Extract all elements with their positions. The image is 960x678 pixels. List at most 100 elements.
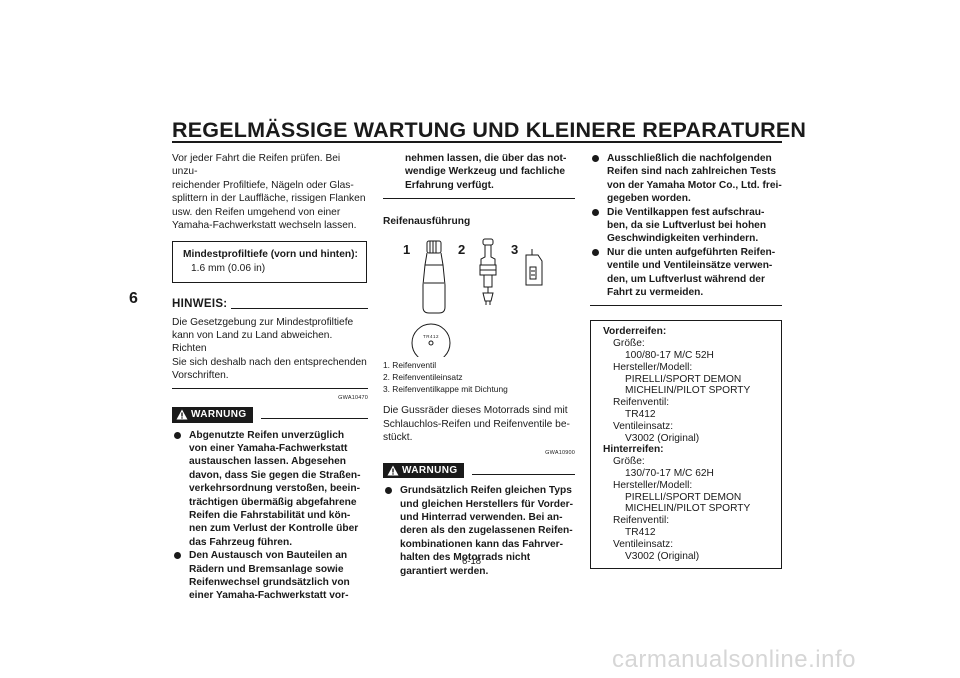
title-rule <box>172 141 782 144</box>
spec-label: Reifenventil: <box>613 515 670 527</box>
bullet-line: das Fahrzeug führen. <box>189 536 293 548</box>
tire-type-heading: Reifenausführung <box>383 216 471 228</box>
bullet-line: ben, da sie Luftverlust bei hohen <box>607 220 767 232</box>
bullet-line: Erfahrung verfügt. <box>405 179 494 191</box>
spec-value: TR412 <box>625 409 656 421</box>
legend-item: 3. Reifenventilkappe mit Dichtung <box>383 384 508 395</box>
bullet-line: nen zum Verlust der Kontrolle über <box>189 523 359 535</box>
bullet-line: ventile und Ventileinsätze verwen- <box>607 260 773 272</box>
bullet-line: Fahrt zu vermeiden. <box>607 287 704 299</box>
bullet-line: nehmen lassen, die über das not- <box>405 153 567 164</box>
para-line: stückt. <box>383 432 413 444</box>
min-tread-label: Mindestprofiltiefe (vorn und hinten): <box>183 249 358 261</box>
spec-value: 100/80-17 M/C 52H <box>625 350 714 362</box>
bullet-line: Rädern und Bremsanlage sowie <box>189 563 344 575</box>
bullet-line: Reifen die Fahrstabilität und kön- <box>189 509 351 521</box>
legend-item: 2. Reifenventileinsatz <box>383 371 463 382</box>
list-item: Abgenutzte Reifen unverzüglich von einer… <box>172 429 368 550</box>
bullet-line: trächtigen übermäßig abgefahrene <box>189 496 357 508</box>
page-title: REGELMÄSSIGE WARTUNG UND KLEINERE REPARA… <box>172 118 807 142</box>
spec-value: TR412 <box>625 527 656 539</box>
spec-label: Ventileinsatz: <box>613 538 674 550</box>
bullet-line: kombinationen kann das Fahrver- <box>400 538 564 550</box>
spec-label: Größe: <box>613 456 645 468</box>
warning-badge: WARNUNG <box>172 407 253 423</box>
spec-label: Ventileinsatz: <box>613 420 674 432</box>
column-3: Ausschließlich die nachfolgenden Reifen … <box>590 152 782 570</box>
list-item: Den Austausch von Bauteilen an Rädern un… <box>172 549 368 603</box>
min-tread-box: Mindestprofiltiefe (vorn und hinten): 1.… <box>172 241 367 284</box>
list-item: Ausschließlich die nachfolgenden Reifen … <box>590 152 782 206</box>
para-line: Schlauchlos-Reifen und Reifenventile be- <box>383 418 570 430</box>
section-number: 6 <box>129 290 138 307</box>
intro-line: Vor jeder Fahrt die Reifen prüfen. Bei u… <box>172 153 341 178</box>
bullet-line: von der Yamaha Motor Co., Ltd. frei- <box>607 179 782 191</box>
warning-triangle-icon <box>387 465 399 476</box>
bullet-line: Reifen sind nach zahlreichen Tests <box>607 166 777 178</box>
bullet-line: von einer Yamaha-Fachwerkstatt <box>189 442 348 454</box>
bullet-line: gegeben worden. <box>607 193 691 205</box>
spec-label: Größe: <box>613 338 645 350</box>
spec-label: Reifenventil: <box>613 397 670 409</box>
bullet-icon <box>385 487 392 495</box>
bullet-line: Die Ventilkappen fest aufschrau- <box>607 206 765 218</box>
bullet-line: verkehrsordnung verstoßen, beein- <box>189 483 360 495</box>
bullet-line: einer Yamaha-Fachwerkstatt vor- <box>189 590 349 602</box>
warning-label: WARNUNG <box>402 464 458 476</box>
figure-label: 2 <box>458 241 466 257</box>
tire-spec-box: Vorderreifen: Größe: 100/80-17 M/C 52H H… <box>590 320 782 570</box>
hinweis-text: Die Gesetzgebung zur Mindestprofiltiefe … <box>172 316 368 383</box>
column-1: Vor jeder Fahrt die Reifen prüfen. Bei u… <box>172 152 368 603</box>
bullet-line: austauschen lassen. Abgesehen <box>189 456 347 468</box>
bullet-icon <box>592 248 599 256</box>
list-item: Nur die unten aufgeführten Reifen- venti… <box>590 246 782 300</box>
valve-drawing: TR412 <box>411 238 543 357</box>
bullet-line: Geschwindigkeiten verhindern. <box>607 233 759 245</box>
bullet-line: und Hinterrad verwenden. Bei an- <box>400 512 563 524</box>
legend-item: 1. Reifenventil <box>383 359 437 370</box>
bullet-icon <box>592 155 599 162</box>
hinweis-rule <box>231 300 368 310</box>
rear-tire-label: Hinterreifen: <box>603 444 664 456</box>
warning-list: Grundsätzlich Reifen gleichen Typs und g… <box>383 484 575 578</box>
bullet-line: Den Austausch von Bauteilen an <box>189 550 348 562</box>
spec-label: Hersteller/Modell: <box>613 361 693 373</box>
hinweis-label: HINWEIS: <box>172 298 228 311</box>
hinweis-line: Vorschriften. <box>172 370 229 382</box>
bullet-line: halten des Motorrads nicht <box>400 552 531 564</box>
list-item: Die Ventilkappen fest aufschrau- ben, da… <box>590 206 782 246</box>
bullet-line: Reifenwechsel grundsätzlich von <box>189 576 350 588</box>
hinweis-end-rule <box>172 387 368 389</box>
warning-badge: WARNUNG <box>383 462 464 479</box>
bullet-line: garantiert werden. <box>400 565 489 577</box>
spec-value: V3002 (Original) <box>625 550 700 562</box>
warning-rule <box>260 411 368 419</box>
svg-text:TR412: TR412 <box>423 334 439 339</box>
spec-value: PIRELLI/SPORT DEMON <box>625 373 742 385</box>
intro-line: splittern in der Lauffläche, rissigen Fl… <box>172 193 366 205</box>
bullet-line: davon, dass Sie gegen die Straßen- <box>189 469 361 481</box>
figure-label: 1 <box>403 241 411 257</box>
bullet-line: und gleichen Herstellers für Vorder- <box>400 498 574 510</box>
bullet-icon <box>174 431 181 439</box>
warning-end-rule <box>590 305 782 307</box>
warning-end-rule <box>383 198 575 200</box>
intro-paragraph: Vor jeder Fahrt die Reifen prüfen. Bei u… <box>172 152 368 232</box>
hinweis-line: Sie sich deshalb nach den entsprechenden <box>172 356 367 368</box>
watermark: carmanualsonline.info <box>612 646 856 673</box>
warning-rule <box>471 467 575 475</box>
figure-legend: 1. Reifenventil 2. Reifenventileinsatz 3… <box>383 359 575 396</box>
spec-value: MICHELIN/PILOT SPORTY <box>625 385 751 397</box>
spec-value: V3002 (Original) <box>625 432 700 444</box>
warning-heading: WARNUNG <box>383 462 575 479</box>
warning-triangle-icon <box>176 409 188 420</box>
bullet-line: Abgenutzte Reifen unverzüglich <box>189 429 345 441</box>
intro-line: Yamaha-Fachwerkstatt wechseln lassen. <box>172 220 357 232</box>
intro-line: usw. den Reifen umgehend von einer <box>172 206 341 218</box>
warning-code: GWA10470 <box>338 394 368 401</box>
intro-line: reichender Profiltiefe, Nägeln oder Glas… <box>172 179 354 191</box>
bullet-icon <box>174 552 181 560</box>
min-tread-value: 1.6 mm (0.06 in) <box>191 262 266 274</box>
warning-code: GWA10900 <box>545 450 575 457</box>
warning-list: Ausschließlich die nachfolgenden Reifen … <box>590 152 782 299</box>
